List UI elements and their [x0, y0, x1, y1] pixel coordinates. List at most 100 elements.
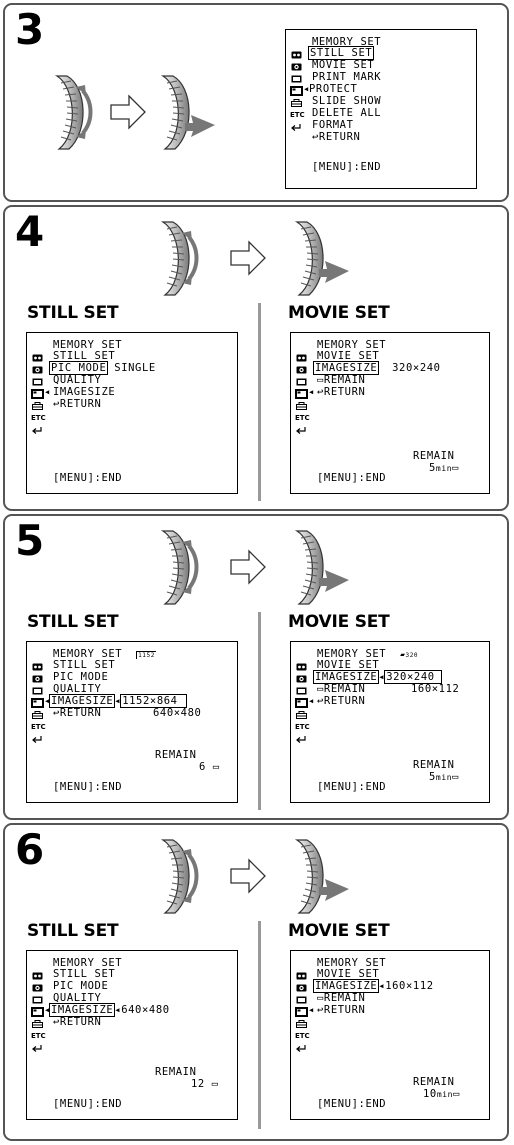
pic-mode-item[interactable]: PIC MODE [53, 672, 108, 684]
return-item[interactable]: RETURN [60, 398, 102, 410]
camera-icon [291, 63, 302, 71]
menu-item-return[interactable]: RETURN [319, 131, 361, 143]
submenu-title: STILL SET [53, 351, 115, 363]
control-dial-rotate-icon [155, 837, 203, 917]
card-small-icon: ▭ [452, 462, 459, 474]
remain-item[interactable]: REMAIN [324, 992, 366, 1004]
imagesize-value: 320×240 [392, 362, 440, 374]
card-small-icon: ▭ [317, 374, 324, 386]
card-icon [32, 699, 43, 707]
tape-icon [32, 663, 43, 671]
quality-item[interactable]: QUALITY [53, 993, 101, 1005]
control-dial-press-icon [289, 219, 353, 299]
option-160x112[interactable]: 160×112 [411, 684, 459, 696]
remain-label: REMAIN [413, 451, 455, 463]
remain-unit: min [437, 1090, 453, 1099]
quality-item[interactable]: QUALITY [53, 684, 101, 696]
menu-item-movie-set[interactable]: MOVIE SET [312, 60, 374, 72]
step-number: 5 [15, 520, 44, 562]
movie-set-title: MOVIE SET [288, 921, 390, 941]
card-small-icon: ▭ [317, 683, 324, 695]
menu-item-format[interactable]: FORMAT [312, 120, 354, 132]
tape-icon [296, 972, 307, 980]
return-item[interactable]: RETURN [60, 707, 102, 719]
remain-item[interactable]: REMAIN [324, 374, 366, 386]
menu-item-protect[interactable]: PROTECT [309, 84, 357, 96]
right-arrow-icon [109, 93, 149, 133]
card-icon [296, 1008, 307, 1016]
imagesize-item[interactable]: IMAGESIZE [53, 387, 115, 399]
movie-set-title: MOVIE SET [288, 303, 390, 323]
menu-item-still-set[interactable]: STILL SET [309, 47, 373, 59]
card-small-icon: ▭ [213, 761, 220, 773]
step-6-panel: 6 STILL SET MOVIE SET MEMORY SET STILL S… [3, 823, 509, 1141]
right-arrow-icon [229, 857, 269, 897]
still-set-title: STILL SET [27, 303, 118, 323]
imagesize-value: 640×480 [121, 1004, 169, 1016]
menu-pointer-icon: ◂ [308, 387, 315, 399]
menu-item-print-mark[interactable]: PRINT MARK [312, 72, 381, 84]
movie-size-badge: 320 [405, 652, 418, 659]
remain-value: 12 [191, 1078, 205, 1090]
control-dial-rotate-icon [155, 528, 203, 608]
setup-icon [32, 402, 43, 410]
pic-mode-item[interactable]: PIC MODE [53, 981, 108, 993]
return-icon [296, 735, 307, 743]
menu-end-hint: [MENU]:END [53, 782, 122, 794]
imagesize-item[interactable]: IMAGESIZE [314, 362, 378, 374]
return-icon [291, 123, 302, 131]
return-icon [296, 1044, 307, 1052]
menu-item-delete-all[interactable]: DELETE ALL [312, 108, 381, 120]
return-item[interactable]: RETURN [324, 695, 366, 707]
return-item[interactable]: RETURN [324, 1004, 366, 1016]
image-size-badge: 1152 [136, 651, 156, 659]
imagesize-item[interactable]: IMAGESIZE [314, 980, 378, 992]
quality-item[interactable]: QUALITY [53, 375, 101, 387]
imagesize-item[interactable]: IMAGESIZE [50, 1004, 114, 1016]
step-number: 6 [15, 829, 44, 871]
menu-item-slide-show[interactable]: SLIDE SHOW [312, 96, 381, 108]
pic-mode-value: SINGLE [114, 362, 156, 374]
etc-icon: ETC [290, 110, 305, 122]
return-item[interactable]: RETURN [324, 386, 366, 398]
remain-label: REMAIN [413, 1077, 455, 1089]
etc-icon: ETC [295, 1031, 310, 1043]
menu-end-hint: [MENU]:END [53, 473, 122, 485]
card-icon [291, 87, 302, 95]
pic-mode-item[interactable]: PIC MODE [50, 362, 107, 374]
option-320x240[interactable]: 320×240 [385, 671, 440, 683]
option-1152x864[interactable]: 1152×864 [121, 695, 185, 707]
movie-set-title: MOVIE SET [288, 612, 390, 632]
memory-icon [32, 687, 43, 695]
movie-set-screen: MEMORY SET MOVIE SET IMAGESIZE◂160×112 ▭… [290, 950, 490, 1120]
step-4-panel: 4 STILL SET MOVIE SET MEMORY SET STILL S… [3, 205, 509, 511]
memory-icon [32, 996, 43, 1004]
camera-icon [32, 984, 43, 992]
control-dial-press-icon [289, 528, 353, 608]
return-icon [296, 426, 307, 434]
remain-item[interactable]: REMAIN [324, 683, 366, 695]
etc-icon: ETC [295, 722, 310, 734]
step-number: 3 [15, 9, 44, 51]
setup-icon [296, 1020, 307, 1028]
memory-icon [32, 378, 43, 386]
remain-value: 5 [429, 771, 436, 783]
card-small-icon: ▭ [453, 1088, 460, 1100]
card-small-icon: ▭ [317, 992, 324, 1004]
imagesize-item[interactable]: IMAGESIZE [314, 671, 378, 683]
memory-icon [296, 996, 307, 1004]
menu-end-hint: [MENU]:END [312, 162, 381, 174]
divider [258, 303, 261, 501]
memory-icon [291, 75, 302, 83]
imagesize-item[interactable]: IMAGESIZE [50, 695, 114, 707]
return-item[interactable]: RETURN [60, 1016, 102, 1028]
submenu-title: MOVIE SET [317, 351, 379, 363]
camera-icon [32, 366, 43, 374]
divider [258, 612, 261, 810]
memory-icon [296, 378, 307, 386]
tape-icon [296, 663, 307, 671]
tape-icon [291, 51, 302, 59]
submenu-title: MOVIE SET [317, 660, 379, 672]
return-arrow-icon: ↩ [317, 386, 324, 398]
option-640x480[interactable]: 640×480 [153, 708, 201, 720]
